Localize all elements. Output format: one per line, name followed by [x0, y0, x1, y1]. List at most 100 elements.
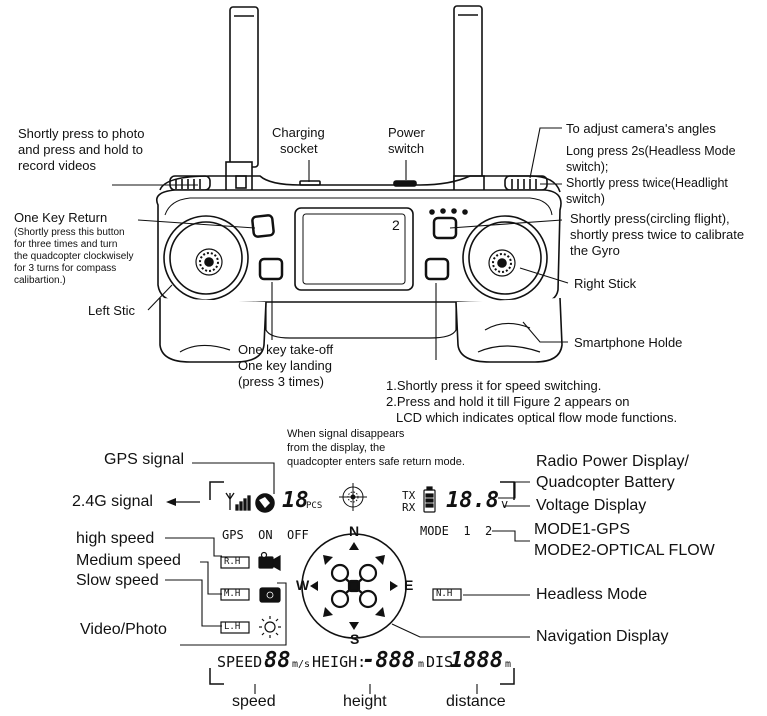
one-key-return-desc-3: the quadcopter clockwisely: [14, 251, 134, 262]
battery-icon: [423, 486, 436, 513]
speed-switch-line1: 1.Shortly press it for speed switching.: [386, 378, 602, 393]
one-key-return-desc-2: for three times and turn: [14, 239, 118, 250]
left-shoulder-wheel: [169, 175, 211, 191]
satellite-icon: [255, 493, 275, 513]
headless-box: [432, 588, 462, 601]
left-phone-holder: [159, 298, 267, 363]
gps-compass-icon: [339, 483, 367, 511]
rh-indicator: R.H: [224, 557, 241, 567]
satellite-count: 18: [282, 488, 309, 513]
photo-label-line2: and press and hold to: [18, 142, 144, 157]
lcd-leader-lines: [165, 462, 530, 694]
headlight-icon: [259, 616, 281, 638]
nh-indicator: N.H: [436, 589, 453, 599]
speed-switch-line3: LCD which indicates optical flow mode fu…: [396, 410, 678, 425]
height-label-lcd: HEIGH:: [312, 653, 367, 671]
photo-label-line1: Shortly press to photo: [18, 126, 145, 141]
indicator-lights: [429, 208, 468, 215]
compass-w: W: [296, 577, 310, 593]
takeoff-landing-button: [258, 257, 284, 281]
distance-unit: m: [505, 659, 512, 670]
slow-speed-label: Slow speed: [76, 572, 159, 589]
navigation-display-label: Navigation Display: [536, 628, 669, 645]
controller-screen-frame: [294, 207, 414, 291]
radio-power-line1: Radio Power Display/: [536, 453, 689, 470]
takeoff-label-line2: One key landing: [238, 358, 332, 373]
compass-e: E: [404, 577, 414, 593]
mode-indicator: MODE 1 2: [420, 524, 493, 538]
nav-direction-arrows: [310, 542, 398, 630]
circling-label-line3: the Gyro: [570, 243, 620, 258]
right-antenna: [453, 5, 485, 195]
charging-label-line2: socket: [280, 141, 318, 156]
headless-label-line4: switch): [566, 192, 605, 206]
video-camera-icon: [258, 551, 281, 572]
circling-label-line2: shortly press twice to calibrate: [570, 227, 745, 242]
lh-indicator: L.H: [224, 622, 241, 632]
controller-leader-lines: [112, 127, 569, 360]
power-switch-slot: [393, 180, 417, 187]
power-label-line2: switch: [388, 141, 425, 156]
right-stick: [462, 215, 548, 301]
gps-signal-label: GPS signal: [104, 451, 185, 468]
one-key-return-desc-4: for 3 turns for compass: [14, 263, 117, 274]
left-antenna: [225, 6, 259, 193]
power-label-line1: Power: [388, 125, 425, 140]
height-caption: height: [343, 693, 387, 710]
tx-label: TX: [402, 489, 416, 502]
photo-label-line3: record videos: [18, 158, 97, 173]
speed-value: 88: [264, 648, 291, 673]
speed-label-lcd: SPEED:: [217, 653, 272, 671]
headless-mode-label: Headless Mode: [536, 586, 648, 603]
right-phone-holder: [455, 297, 563, 363]
video-photo-label: Video/Photo: [80, 621, 167, 638]
quadcopter-glyph: [330, 563, 378, 609]
signal-note-line3: quadcopter enters safe return mode.: [287, 456, 465, 468]
left-stick: [163, 215, 249, 301]
speed-caption: speed: [232, 693, 276, 710]
right-stick-label: Right Stick: [574, 276, 637, 291]
voltage-value: 18.8: [446, 488, 499, 513]
speed-switch-line2: 2.Press and hold it till Figure 2 appear…: [386, 394, 630, 409]
signal-note-line2: from the display, the: [287, 442, 386, 454]
right-shoulder-wheel: [504, 175, 548, 191]
controller-drawing: [156, 5, 563, 363]
charging-socket-port: [299, 180, 321, 186]
headless-label-line3: Shortly press twice(Headlight: [566, 176, 728, 190]
voltage-display-label: Voltage Display: [536, 497, 647, 514]
mode1-label: MODE1-GPS: [534, 521, 631, 538]
takeoff-label-line1: One key take-off: [238, 342, 334, 357]
distance-value: 1888: [450, 648, 503, 673]
signal-note-line1: When signal disappears: [287, 428, 405, 440]
signal-24g-label: 2.4G signal: [72, 493, 153, 510]
one-key-return-desc-1: (Shortly press this button: [14, 227, 125, 238]
high-speed-label: high speed: [76, 530, 155, 547]
gps-on-off: GPS ON OFF: [222, 528, 309, 542]
mode2-label: MODE2-OPTICAL FLOW: [534, 542, 715, 559]
radio-power-line2: Quadcopter Battery: [536, 474, 675, 491]
phone-holder-label: Smartphone Holde: [574, 335, 683, 350]
headless-label-line2: switch);: [566, 160, 609, 174]
left-stick-label: Left Stic: [88, 303, 135, 318]
charging-label-line1: Charging: [272, 125, 325, 140]
height-unit: m: [418, 659, 425, 670]
pcs-unit: PCS: [306, 501, 323, 511]
height-value: -888: [362, 648, 415, 673]
takeoff-label-line3: (press 3 times): [238, 374, 324, 389]
circling-label-line1: Shortly press(circling flight),: [570, 211, 730, 226]
photo-camera-icon: [259, 587, 281, 603]
distance-label-lcd: DIS:: [426, 653, 463, 671]
voltage-unit: v: [501, 497, 509, 511]
lcd-display-panel: [209, 481, 515, 685]
compass-s: S: [350, 631, 360, 647]
arrow-left-icon: [166, 498, 176, 506]
screen-figure-number: 2: [392, 217, 400, 233]
navigation-compass: [301, 533, 407, 639]
one-key-return-desc-5: calibartion.): [14, 275, 66, 286]
mh-indicator: M.H: [224, 589, 241, 599]
speed-unit: m/s: [292, 659, 311, 670]
one-key-return-button: [251, 214, 275, 238]
compass-n: N: [349, 523, 360, 539]
camera-angle-label: To adjust camera's angles: [566, 121, 716, 136]
